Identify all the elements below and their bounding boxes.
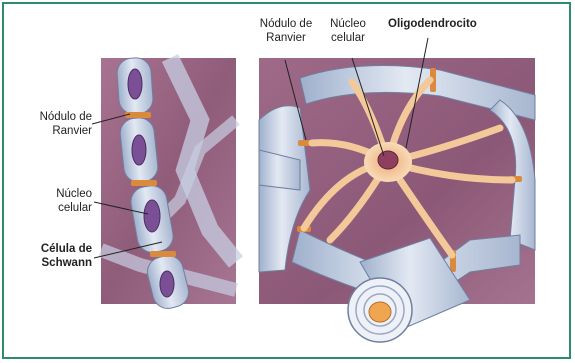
right-cell-nucleus <box>378 151 398 169</box>
left-node-of-ranvier <box>125 112 151 118</box>
label-right-cell-nucleus: Núcleo celular <box>318 17 378 45</box>
right-panel-illustration <box>259 38 535 342</box>
label-left-cell-nucleus: Núcleo celular <box>30 187 92 215</box>
label-right-node-of-ranvier: Nódulo de Ranvier <box>246 17 326 45</box>
label-oligodendrocyte: Oligodendrocito <box>388 17 508 31</box>
label-left-node-of-ranvier: Nódulo de Ranvier <box>20 110 92 138</box>
left-panel-illustration <box>92 57 236 312</box>
left-cell-nucleus <box>144 200 160 232</box>
label-schwann-cell: Célula de Schwann <box>20 242 92 270</box>
